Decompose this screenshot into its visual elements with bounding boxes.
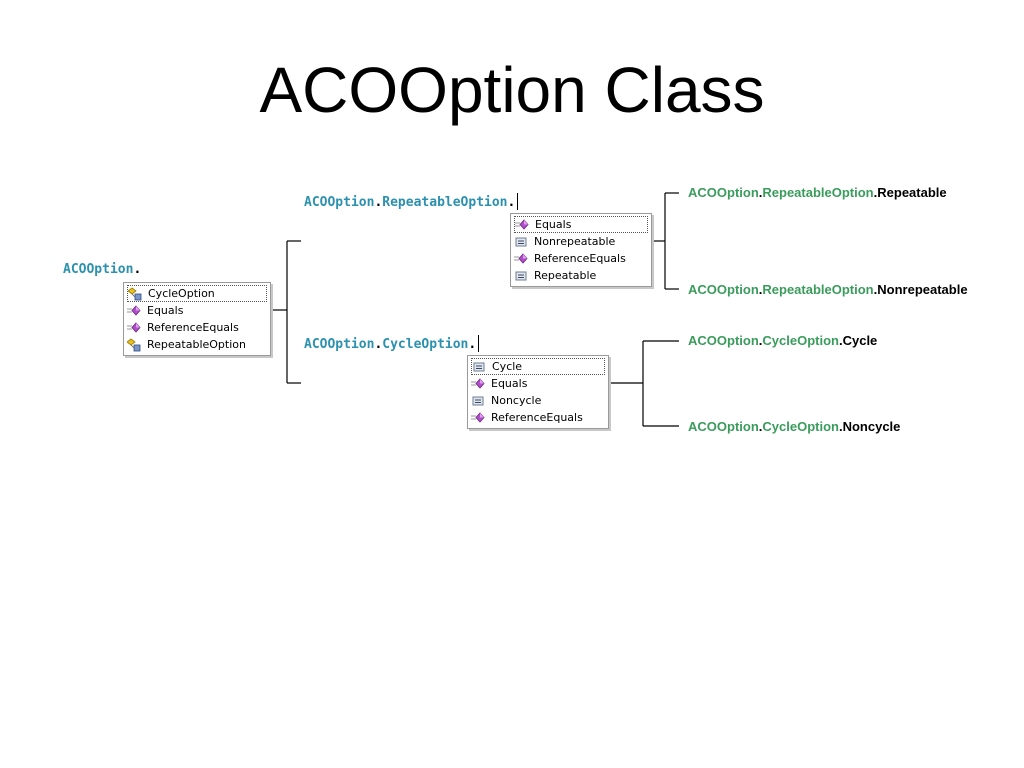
result-member: Noncycle <box>842 419 901 434</box>
result-cycle: ACOOption.CycleOption.Cycle <box>688 333 878 348</box>
completion-item-equals[interactable]: Equals <box>127 302 267 319</box>
enum-value-icon <box>471 394 485 408</box>
root-dot: . <box>133 262 142 277</box>
result-nested: RepeatableOption <box>762 282 874 297</box>
completion-item-label: CycleOption <box>148 287 215 300</box>
result-nonrepeatable: ACOOption.RepeatableOption.Nonrepeatable <box>688 282 968 297</box>
method-icon <box>514 252 528 266</box>
result-member: Nonrepeatable <box>877 282 968 297</box>
root-expression: ACOOption. <box>63 262 141 278</box>
repeatable-dot-2: . <box>507 195 516 210</box>
method-icon <box>127 321 141 335</box>
result-noncycle: ACOOption.CycleOption.Noncycle <box>688 419 901 434</box>
completion-item-label: Equals <box>535 218 572 231</box>
completion-item-cycleoption[interactable]: CycleOption <box>127 285 267 302</box>
text-caret <box>478 335 480 352</box>
cycle-type-name: ACOOption <box>304 337 375 352</box>
completion-item-repeatable[interactable]: Repeatable <box>514 267 648 284</box>
cycle-dot-1: . <box>374 337 383 352</box>
repeatable-expression: ACOOption.RepeatableOption. <box>304 193 519 211</box>
result-member: Repeatable <box>877 185 947 200</box>
root-type-name: ACOOption <box>63 262 134 277</box>
completion-item-label: Equals <box>491 377 528 390</box>
text-caret <box>517 193 519 210</box>
repeatable-dot-1: . <box>374 195 383 210</box>
result-member: Cycle <box>842 333 878 348</box>
nested-type-icon <box>127 287 142 301</box>
cycle-dot-2: . <box>468 337 477 352</box>
method-icon <box>515 218 529 232</box>
cycle-nested-name: CycleOption <box>382 337 469 352</box>
completion-item-label: Cycle <box>492 360 523 373</box>
completion-item-referenceequals[interactable]: ReferenceEquals <box>471 409 605 426</box>
result-class: ACOOption <box>688 185 759 200</box>
result-class: ACOOption <box>688 333 759 348</box>
completion-item-referenceequals[interactable]: ReferenceEquals <box>514 250 648 267</box>
enum-value-icon <box>514 235 528 249</box>
completion-item-label: ReferenceEquals <box>534 252 626 265</box>
enum-value-icon <box>472 360 486 374</box>
result-class: ACOOption <box>688 419 759 434</box>
completion-item-label: Equals <box>147 304 184 317</box>
method-icon <box>471 411 485 425</box>
completion-item-label: Noncycle <box>491 394 542 407</box>
result-nested: CycleOption <box>762 333 839 348</box>
completion-item-label: RepeatableOption <box>147 338 246 351</box>
completion-item-repeatableoption[interactable]: RepeatableOption <box>126 336 267 353</box>
result-class: ACOOption <box>688 282 759 297</box>
slide-title: ACOOption Class <box>259 54 765 126</box>
method-icon <box>471 377 485 391</box>
completion-item-referenceequals[interactable]: ReferenceEquals <box>127 319 267 336</box>
completion-item-label: Repeatable <box>534 269 597 282</box>
completion-item-label: ReferenceEquals <box>491 411 583 424</box>
completion-item-nonrepeatable[interactable]: Nonrepeatable <box>514 233 648 250</box>
completion-item-equals[interactable]: Equals <box>471 375 605 392</box>
completion-item-equals[interactable]: Equals <box>514 216 648 233</box>
cycle-expression: ACOOption.CycleOption. <box>304 335 480 353</box>
repeatable-nested-name: RepeatableOption <box>382 195 508 210</box>
repeatable-type-name: ACOOption <box>304 195 375 210</box>
result-repeatable: ACOOption.RepeatableOption.Repeatable <box>688 185 947 200</box>
nested-type-icon <box>126 338 141 352</box>
result-nested: RepeatableOption <box>762 185 874 200</box>
completion-item-label: Nonrepeatable <box>534 235 616 248</box>
result-nested: CycleOption <box>762 419 839 434</box>
completion-item-noncycle[interactable]: Noncycle <box>471 392 605 409</box>
completion-item-cycle[interactable]: Cycle <box>471 358 605 375</box>
completion-item-label: ReferenceEquals <box>147 321 239 334</box>
method-icon <box>127 304 141 318</box>
enum-value-icon <box>514 269 528 283</box>
